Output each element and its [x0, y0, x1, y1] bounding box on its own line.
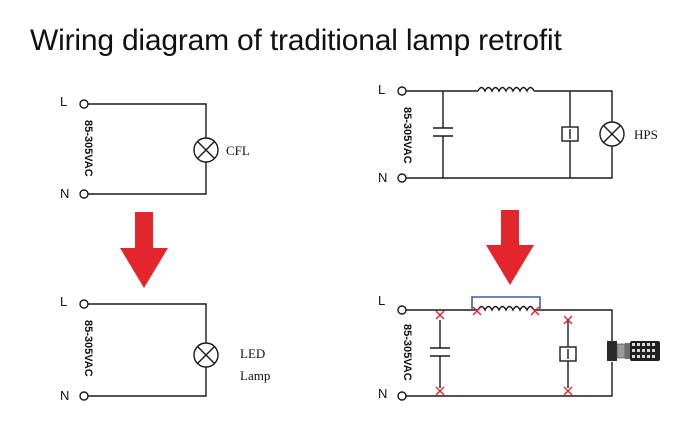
- diagram-title: Wiring diagram of traditional lamp retro…: [30, 24, 562, 57]
- terminal-n-hps: [397, 173, 407, 183]
- arrow-down-left: [120, 212, 168, 288]
- voltage-label-retrofit: 85-305VAC: [401, 324, 413, 381]
- panel-hps-original: L N 85-305VAC HPS: [378, 82, 658, 185]
- cut-mark: [435, 310, 445, 320]
- capacitor-retrofit: [430, 347, 450, 357]
- cut-mark: [563, 315, 573, 325]
- cut-mark: [530, 306, 540, 316]
- label-l-retrofit: L: [378, 293, 385, 308]
- lamp-symbol-hps: [599, 121, 625, 147]
- label-l-hps: L: [378, 82, 385, 97]
- label-l-led: L: [60, 294, 67, 309]
- voltage-label-hps: 85-305VAC: [401, 107, 413, 164]
- terminal-l-led: [79, 299, 89, 309]
- ignitor-retrofit: [559, 346, 577, 362]
- ballast-inductor-hps: [477, 86, 535, 93]
- panel-cfl-original: L N 85-305VAC CFL: [60, 94, 250, 201]
- led-corn-lamp-icon: [607, 341, 660, 361]
- lamp-symbol-led: [193, 342, 219, 368]
- cut-marks: [435, 306, 573, 396]
- terminal-l-hps: [397, 86, 407, 96]
- bypass-wire: [471, 296, 541, 310]
- capacitor-hps: [433, 127, 453, 137]
- ignitor-hps: [561, 126, 579, 142]
- terminal-l-cfl: [79, 99, 89, 109]
- label-n-retrofit: N: [378, 386, 387, 401]
- ballast-inductor-retrofit: [477, 305, 535, 312]
- lamp-label-led-1: LED: [240, 346, 265, 361]
- lamp-label-led-2: Lamp: [240, 368, 270, 383]
- label-n-led: N: [60, 388, 69, 403]
- cut-mark: [435, 386, 445, 396]
- terminal-l-retrofit: [397, 305, 407, 315]
- panel-led-retrofit: L N 85-305VAC LED Lamp: [60, 294, 270, 403]
- cut-mark: [472, 306, 482, 316]
- voltage-label-led: 85-305VAC: [82, 320, 94, 377]
- lamp-symbol-cfl: [193, 137, 219, 163]
- terminal-n-cfl: [79, 189, 89, 199]
- terminal-n-retrofit: [397, 391, 407, 401]
- label-n-cfl: N: [60, 186, 69, 201]
- label-n-hps: N: [378, 170, 387, 185]
- voltage-label-cfl: 85-305VAC: [82, 120, 94, 177]
- lamp-label-hps: HPS: [634, 127, 658, 142]
- panel-hps-retrofit: L N 85-305VAC: [378, 293, 660, 401]
- arrow-down-right: [486, 210, 534, 285]
- lamp-label-cfl: CFL: [226, 143, 250, 158]
- label-l-cfl: L: [60, 94, 67, 109]
- cut-mark: [563, 386, 573, 396]
- terminal-n-led: [79, 391, 89, 401]
